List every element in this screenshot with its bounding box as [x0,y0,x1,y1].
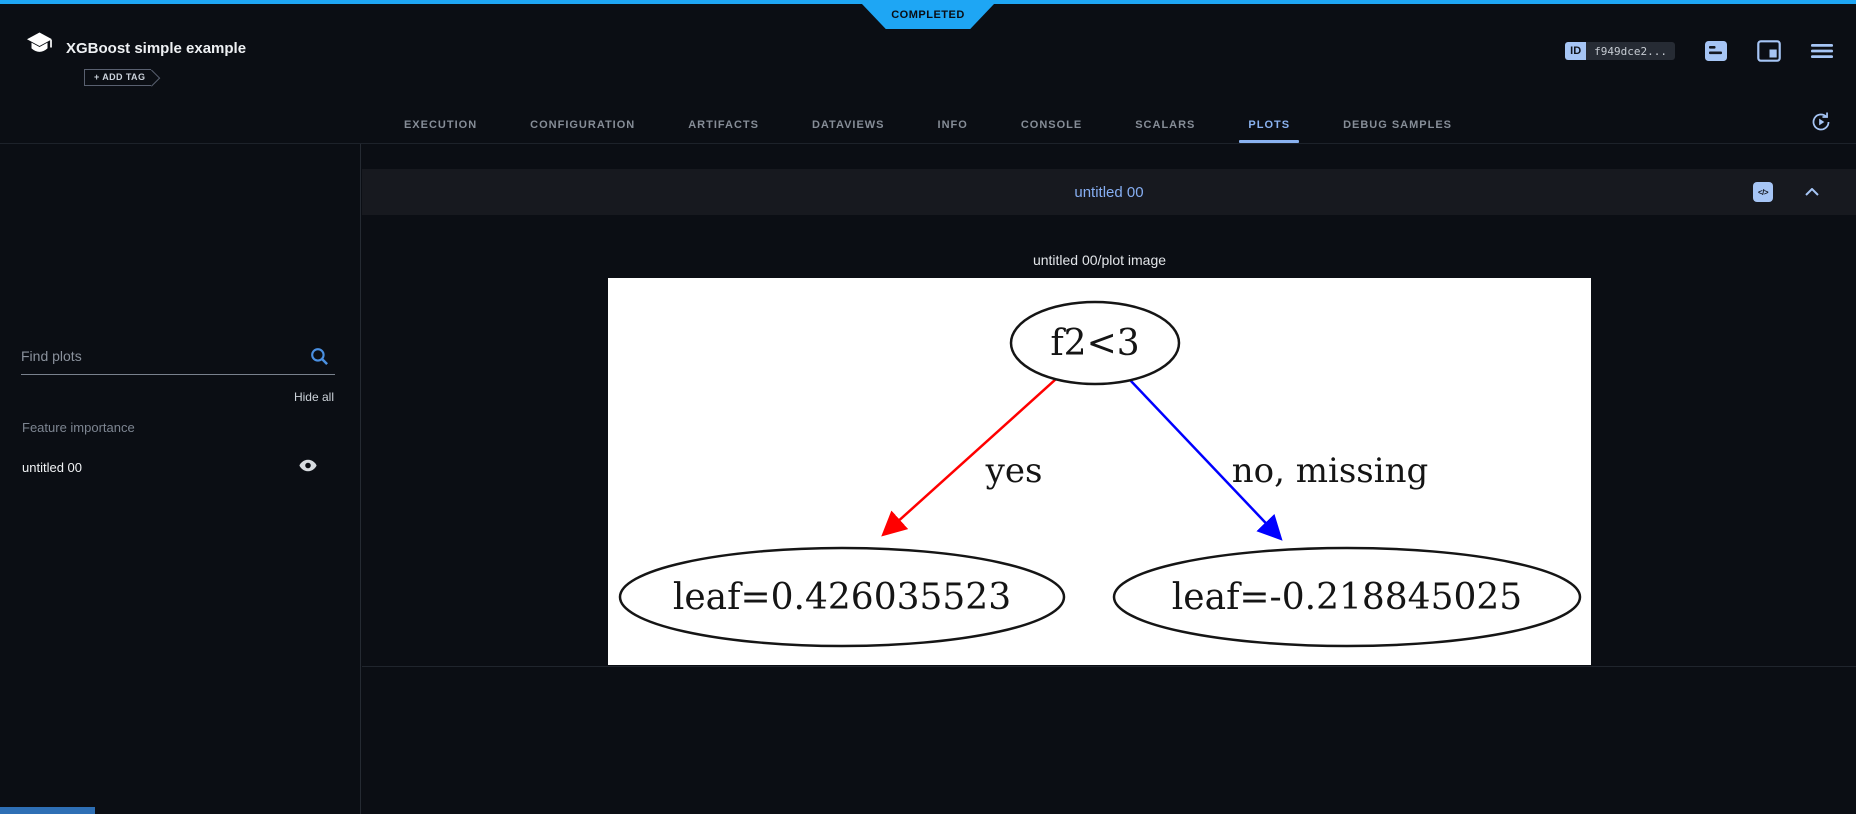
tab-plots[interactable]: PLOTS [1246,107,1292,143]
panel-bottom-divider [362,666,1856,667]
tab-debug-samples[interactable]: DEBUG SAMPLES [1343,118,1453,131]
id-badge-value: f949dce2... [1586,42,1675,60]
id-badge-label: ID [1565,42,1587,60]
tree-leaf-left [618,546,1066,648]
sidebar-section-title: Feature importance [22,420,135,435]
side-panel-icon[interactable] [1757,40,1781,62]
tab-dataviews[interactable]: DATAVIEWS [811,118,885,131]
tab-info[interactable]: INFO [937,118,968,131]
embed-code-icon[interactable]: </> [1753,182,1773,202]
experiment-id-badge[interactable]: ID f949dce2... [1565,42,1675,60]
tab-execution[interactable]: EXECUTION [403,118,478,131]
menu-icon[interactable] [1810,40,1834,62]
visibility-eye-icon[interactable] [299,459,317,472]
sidebar-horizontal-scrollbar[interactable] [0,807,95,814]
tree-leaf-right [1112,546,1582,648]
tab-bar: EXECUTION CONFIGURATION ARTIFACTS DATAVI… [0,106,1856,144]
add-tag-button[interactable]: + ADD TAG [84,69,152,86]
tab-configuration[interactable]: CONFIGURATION [530,118,636,131]
tree-edge-yes [881,378,1057,537]
tree-edge-label-no-missing: no, missing [1232,451,1429,491]
tab-console[interactable]: CONSOLE [1020,118,1083,131]
tree-leaf-right-label: leaf=-0.218845025 [1172,577,1522,618]
plot-image[interactable]: yes no, missing f2<3 leaf=0.426035523 le… [608,278,1591,665]
plots-sidebar: Hide all Feature importance untitled 00 [0,144,361,814]
tree-leaf-left-label: leaf=0.426035523 [673,577,1011,618]
sidebar-item-untitled-00[interactable]: untitled 00 [0,450,360,484]
card-list-icon[interactable] [1704,40,1728,62]
decision-tree-diagram: yes no, missing f2<3 leaf=0.426035523 le… [618,300,1582,648]
plot-image-title: untitled 00/plot image [1032,252,1167,268]
status-badge: COMPLETED [862,4,994,29]
tab-artifacts[interactable]: ARTIFACTS [688,118,759,131]
search-field [21,344,335,375]
plot-panel-header: untitled 00 </> [362,169,1856,215]
plot-panel-title: untitled 00 [1074,183,1144,201]
sidebar-item-label: untitled 00 [22,459,82,475]
tab-scalars[interactable]: SCALARS [1135,118,1196,131]
tree-edge-label-yes: yes [985,451,1043,491]
experiment-title: XGBoost simple example [66,40,247,57]
status-badge-label: COMPLETED [891,9,965,21]
header-actions: ID f949dce2... [1565,40,1834,62]
tree-root-label: f2<3 [1050,323,1139,364]
top-status-bar [0,0,1856,4]
chevron-up-icon[interactable] [1805,188,1819,196]
tree-edge-no-missing [1129,379,1283,541]
search-icon[interactable] [310,347,329,366]
app-logo-icon [27,32,52,52]
tree-root-node [1009,300,1181,386]
hide-all-link[interactable]: Hide all [293,390,334,404]
search-input[interactable] [21,344,335,375]
auto-refresh-icon[interactable] [1810,111,1832,133]
